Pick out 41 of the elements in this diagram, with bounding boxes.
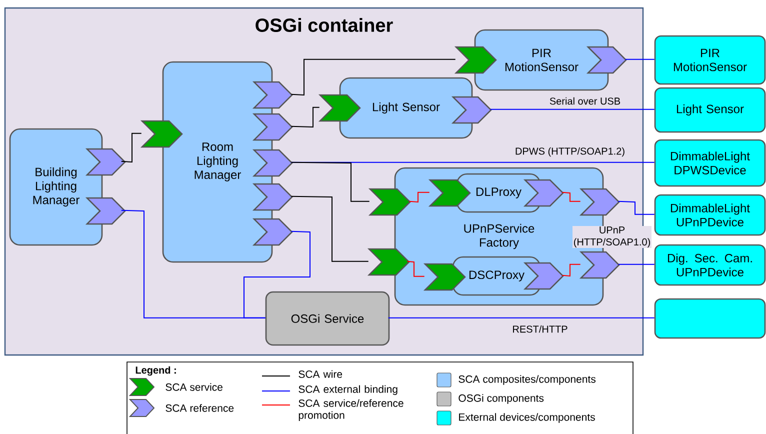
connector-line xyxy=(290,58,456,96)
connector-line xyxy=(562,192,581,202)
edge-label: DPWS (HTTP/SOAP1.2) xyxy=(514,146,626,158)
device-box xyxy=(654,298,766,339)
legend-title: Legend : xyxy=(136,366,176,376)
protocol-label: UPnP (HTTP/SOAP1.0) xyxy=(572,226,652,248)
connector-line xyxy=(388,317,655,318)
osgi-component-box: OSGi Service xyxy=(265,291,390,346)
device-box: DimmableLight UPnPDevice xyxy=(654,194,766,236)
connector-line xyxy=(290,196,369,262)
component-box: Building Lighting Manager xyxy=(9,128,126,246)
legend-text: SCA wire xyxy=(298,370,342,378)
component-box: Light Sensor xyxy=(318,77,492,139)
legend-text: External devices/components xyxy=(459,413,595,423)
device-box: Dig. Sec. Cam. UPnPDevice xyxy=(654,244,766,286)
connector-line xyxy=(290,106,320,128)
connector-line xyxy=(120,210,266,318)
connector-line xyxy=(244,230,310,318)
legend-text: OSGi components xyxy=(458,394,544,404)
connector-line xyxy=(618,264,655,265)
device-box: PIR MotionSensor xyxy=(654,35,766,85)
connector-line xyxy=(562,264,581,277)
legend-text: SCA service/reference promotion xyxy=(298,399,404,421)
component-box: DSCProxy xyxy=(423,256,564,296)
component-box: Room Lighting Manager xyxy=(140,61,293,263)
connector-line xyxy=(290,162,370,202)
legend-text: SCA service xyxy=(166,383,222,391)
connector-line xyxy=(490,108,655,110)
container-title: OSGi container xyxy=(256,18,393,32)
connector-line xyxy=(624,58,655,60)
connector-line xyxy=(120,132,142,163)
device-box: Light Sensor xyxy=(654,87,766,133)
device-box: DimmableLight DPWSDevice xyxy=(654,139,766,187)
legend-text: SCA external binding xyxy=(298,385,398,395)
legend-text: SCA composites/components xyxy=(458,375,596,385)
connector-line xyxy=(618,200,655,215)
connector-line xyxy=(408,192,430,203)
component-box: PIR MotionSensor xyxy=(454,29,627,91)
connector-line xyxy=(406,260,425,277)
legend-text: SCA reference xyxy=(166,404,234,412)
component-box: DLProxy xyxy=(428,173,564,213)
